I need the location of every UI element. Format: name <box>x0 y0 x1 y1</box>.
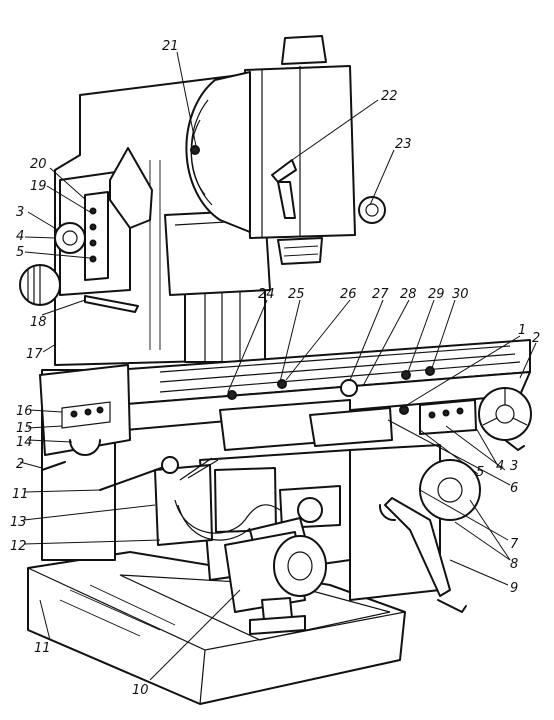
work-table <box>114 339 532 451</box>
callout-20: 20 <box>30 157 47 172</box>
callout-3-upper: 3 <box>16 205 24 220</box>
callout-12: 12 <box>10 539 27 554</box>
callout-11-upper: 11 <box>12 487 29 502</box>
callout-5-upper: 5 <box>16 245 24 260</box>
callout-11-lower: 11 <box>34 641 51 656</box>
callout-21: 21 <box>162 39 179 54</box>
milling-head <box>185 35 386 265</box>
callout-3-right: 3 <box>510 459 518 474</box>
callout-4-upper: 4 <box>16 229 24 244</box>
callout-14: 14 <box>16 435 33 450</box>
callout-30: 30 <box>452 287 469 302</box>
callout-26: 26 <box>340 287 357 302</box>
callout-9: 9 <box>510 581 518 596</box>
callout-8: 8 <box>510 557 518 572</box>
callout-22: 22 <box>381 89 398 104</box>
callout-28: 28 <box>400 287 417 302</box>
callout-2-right: 2 <box>532 331 540 346</box>
callout-7: 7 <box>510 537 519 552</box>
callout-1-right: 1 <box>518 323 526 338</box>
callout-23: 23 <box>395 137 412 152</box>
callout-27: 27 <box>372 287 389 302</box>
callout-29: 29 <box>428 287 445 302</box>
callout-2-left: 2 <box>16 457 24 472</box>
callout-labels: 21 22 23 20 19 3 4 5 18 17 24 25 26 27 2… <box>10 39 540 698</box>
callout-24: 24 <box>258 287 275 302</box>
callout-5-right: 5 <box>476 465 484 480</box>
callout-6: 6 <box>510 481 518 496</box>
callout-16: 16 <box>16 404 33 419</box>
callout-4-right: 4 <box>496 459 504 474</box>
callout-17: 17 <box>26 347 43 362</box>
callout-19: 19 <box>30 179 47 194</box>
callout-15: 15 <box>16 421 33 436</box>
feed-motor <box>224 531 327 635</box>
callout-25: 25 <box>288 287 305 302</box>
speed-gearbox-panel <box>19 147 153 313</box>
callout-10: 10 <box>132 683 149 698</box>
callout-13: 13 <box>10 515 27 530</box>
leader-lines <box>19 51 537 681</box>
callout-18: 18 <box>30 315 47 330</box>
